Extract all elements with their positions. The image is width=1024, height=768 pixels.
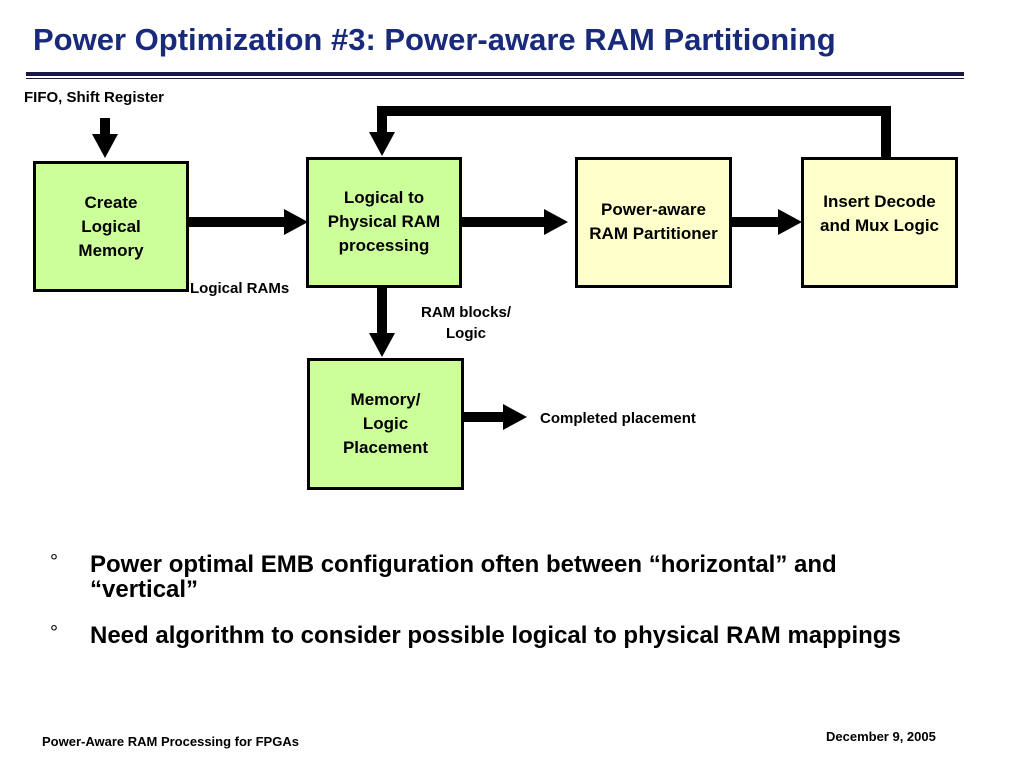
create-logical-memory-text: Create Logical Memory [78,192,144,260]
bullet-item: ° Need algorithm to consider possible lo… [50,622,950,649]
arrow-create-to-l2p [188,209,308,235]
bullet-marker: ° [50,551,58,573]
bullet-list: ° Power optimal EMB configuration often … [50,551,950,669]
bullet-marker: ° [50,622,58,644]
title-rule [26,72,964,76]
footer-title: Power-Aware RAM Processing for FPGAs [42,734,299,749]
feedback-loop-arrow [369,106,891,157]
power-aware-partitioner-text: Power-aware RAM Partitioner [589,200,718,243]
arrow-placement-to-output [463,404,527,430]
footer-date: December 9, 2005 [826,729,936,744]
memory-logic-placement-box: Memory/ Logic Placement [307,358,464,490]
input-label: FIFO, Shift Register [24,89,165,106]
create-logical-memory-box: Create Logical Memory [33,161,189,292]
bullet-item: ° Power optimal EMB configuration often … [50,551,950,603]
power-aware-partitioner-box: Power-aware RAM Partitioner [575,157,732,288]
bullet-text: Need algorithm to consider possible logi… [90,622,901,649]
arrow-l2p-to-partitioner [461,209,568,235]
ram-blocks-label: RAM blocks/ Logic [420,304,511,342]
slide-title: Power Optimization #3: Power-aware RAM P… [33,22,836,57]
logical-rams-label: Logical RAMs [190,280,290,297]
arrow-partitioner-to-decode [731,209,802,235]
input-arrow [92,118,118,158]
completed-placement-label: Completed placement [540,410,696,427]
insert-decode-text: Insert Decode and Mux Logic [820,192,939,235]
bullet-text: Power optimal EMB configuration often be… [90,551,837,603]
memory-logic-placement-text: Memory/ Logic Placement [342,390,429,457]
logical-to-physical-box: Logical to Physical RAM processing [306,157,462,288]
logical-to-physical-text: Logical to Physical RAM processing [327,188,441,255]
insert-decode-box: Insert Decode and Mux Logic [801,157,958,288]
arrow-l2p-to-placement [369,287,395,357]
title-rule-thin [26,78,964,79]
